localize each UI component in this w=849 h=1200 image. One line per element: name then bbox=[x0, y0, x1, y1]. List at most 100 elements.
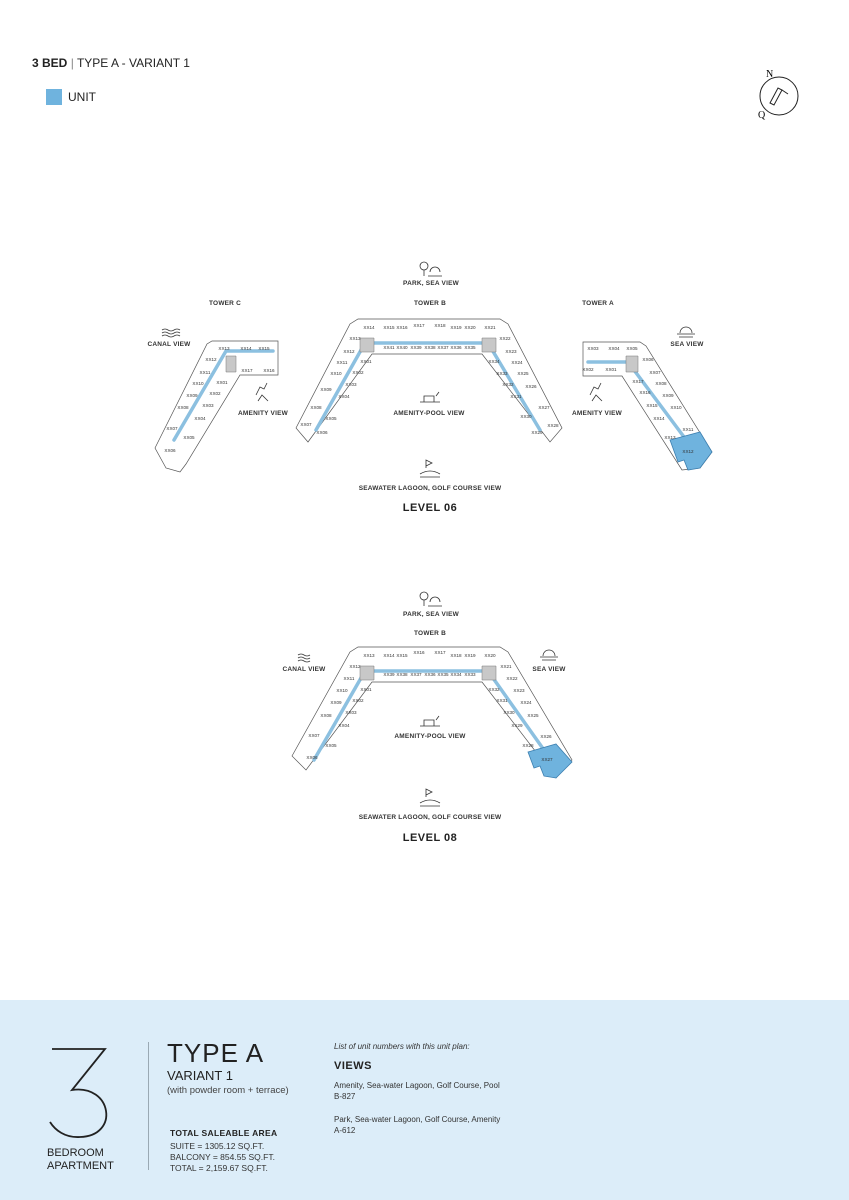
amenity-pool-view-label: AMENITY-POOL VIEW bbox=[393, 410, 465, 417]
unit-label: XX03 bbox=[345, 710, 357, 715]
unit-label: XX06 bbox=[306, 755, 318, 760]
area-title: TOTAL SALEABLE AREA bbox=[170, 1128, 278, 1138]
unit-label: XX06 bbox=[316, 430, 328, 435]
park-sea-view-icon bbox=[419, 261, 442, 277]
unit-label: XX18 bbox=[434, 323, 446, 328]
unit-label: XX07 bbox=[649, 370, 661, 375]
unit-label: XX32 bbox=[488, 687, 500, 692]
view-units: B-827 bbox=[334, 1092, 356, 1101]
canal-waves-icon bbox=[161, 328, 181, 338]
big-number-3 bbox=[49, 1048, 108, 1138]
unit-label: XX13 bbox=[664, 435, 676, 440]
unit-label: XX15 bbox=[258, 346, 270, 351]
heading-separator: | bbox=[70, 56, 74, 70]
compass-north: N bbox=[766, 69, 773, 80]
bed-count: 3 BED bbox=[32, 56, 68, 70]
unit-label: XX24 bbox=[520, 700, 532, 705]
unit-label: XX01 bbox=[360, 359, 372, 364]
unit-label: XX34 bbox=[450, 672, 462, 677]
unit-label: XX38 bbox=[396, 672, 408, 677]
unit-label: XX08 bbox=[177, 405, 189, 410]
views-title: VIEWS bbox=[334, 1060, 372, 1072]
unit-label: XX23 bbox=[513, 688, 525, 693]
canal-view-label: CANAL VIEW bbox=[147, 341, 191, 348]
park-sea-view-icon bbox=[419, 591, 442, 607]
highlighted-unit-l06[interactable] bbox=[669, 431, 713, 471]
unit-label: XX01 bbox=[360, 687, 372, 692]
balcony-area: BALCONY = 854.55 SQ.FT. bbox=[170, 1152, 275, 1162]
unit-label: XX30 bbox=[503, 710, 515, 715]
unit-label: XX36 bbox=[424, 672, 436, 677]
unit-type: TYPE A - VARIANT 1 bbox=[76, 56, 190, 70]
amenity-pool-icon bbox=[420, 715, 440, 727]
lagoon-golf-view-label: SEAWATER LAGOON, GOLF COURSE VIEW bbox=[358, 814, 502, 821]
unit-label: XX16 bbox=[639, 390, 651, 395]
unit-label: XX16 bbox=[396, 325, 408, 330]
tower-b-l06-outline bbox=[295, 318, 563, 443]
unit-label: XX07 bbox=[300, 422, 312, 427]
unit-label: XX14 bbox=[383, 653, 395, 658]
unit-label: XX36 bbox=[450, 345, 462, 350]
unit-label: XX04 bbox=[338, 723, 350, 728]
park-sea-view-label: PARK, SEA VIEW bbox=[403, 611, 459, 618]
unit-label: XX35 bbox=[464, 345, 476, 350]
unit-label: XX31 bbox=[510, 394, 522, 399]
unit-label: XX06 bbox=[642, 357, 654, 362]
park-sea-view-label: PARK, SEA VIEW bbox=[403, 280, 459, 287]
corridors bbox=[172, 341, 692, 762]
unit-label: XX38 bbox=[424, 345, 436, 350]
page-heading: 3 BED | TYPE A - VARIANT 1 bbox=[32, 56, 190, 70]
amenity-view-label: AMENITY VIEW bbox=[238, 410, 288, 417]
unit-label: XX08 bbox=[655, 381, 667, 386]
unit-label: XX04 bbox=[338, 394, 350, 399]
highlighted-unit-label: XX27 bbox=[541, 757, 553, 762]
unit-label: XX13 bbox=[218, 346, 230, 351]
unit-label: XX23 bbox=[505, 349, 517, 354]
highlighted-unit-l08[interactable] bbox=[527, 743, 573, 779]
unit-label: XX14 bbox=[240, 346, 252, 351]
legend-swatch bbox=[46, 89, 62, 105]
lagoon-golf-icon bbox=[419, 788, 441, 807]
unit-label: XX14 bbox=[653, 416, 665, 421]
unit-label: XX27 bbox=[538, 405, 550, 410]
unit-label: XX15 bbox=[646, 403, 658, 408]
unit-label: XX19 bbox=[464, 653, 476, 658]
bedroom-label: BEDROOM bbox=[47, 1147, 104, 1159]
unit-label: XX07 bbox=[166, 426, 178, 431]
unit-label: XX01 bbox=[605, 367, 617, 372]
tower-a-label: TOWER A bbox=[582, 300, 614, 307]
amenity-pool-view-label: AMENITY-POOL VIEW bbox=[394, 733, 466, 740]
unit-label: XX35 bbox=[437, 672, 449, 677]
unit-label: XX01 bbox=[216, 380, 228, 385]
unit-label: XX39 bbox=[383, 672, 395, 677]
unit-label: XX03 bbox=[345, 382, 357, 387]
unit-label: XX09 bbox=[320, 387, 332, 392]
unit-label: XX10 bbox=[192, 381, 204, 386]
unit-label: XX29 bbox=[511, 723, 523, 728]
unit-label: XX30 bbox=[520, 414, 532, 419]
unit-label: XX18 bbox=[450, 653, 462, 658]
unit-label: XX12 bbox=[343, 349, 355, 354]
unit-label: XX09 bbox=[186, 393, 198, 398]
level-08-title: LEVEL 08 bbox=[402, 832, 458, 844]
unit-label: XX04 bbox=[608, 346, 620, 351]
unit-label: XX11 bbox=[683, 427, 694, 432]
unit-label: XX17 bbox=[632, 379, 644, 384]
unit-label: XX16 bbox=[263, 368, 275, 373]
unit-label: XX12 bbox=[349, 664, 361, 669]
unit-label: XX05 bbox=[325, 416, 337, 421]
unit-label: XX10 bbox=[336, 688, 348, 693]
unit-label: XX03 bbox=[202, 403, 214, 408]
type-title: TYPE A bbox=[167, 1038, 265, 1068]
unit-label: XX28 bbox=[547, 423, 559, 428]
view-units: A-612 bbox=[334, 1126, 356, 1135]
unit-label: XX14 bbox=[363, 325, 375, 330]
variant-note: (with powder room + terrace) bbox=[167, 1085, 289, 1096]
unit-label: XX24 bbox=[511, 360, 523, 365]
lagoon-golf-icon bbox=[419, 459, 441, 478]
unit-label: XX17 bbox=[434, 650, 446, 655]
unit-label: XX10 bbox=[670, 405, 682, 410]
canal-view-label: CANAL VIEW bbox=[282, 666, 326, 673]
unit-label: XX04 bbox=[194, 416, 206, 421]
